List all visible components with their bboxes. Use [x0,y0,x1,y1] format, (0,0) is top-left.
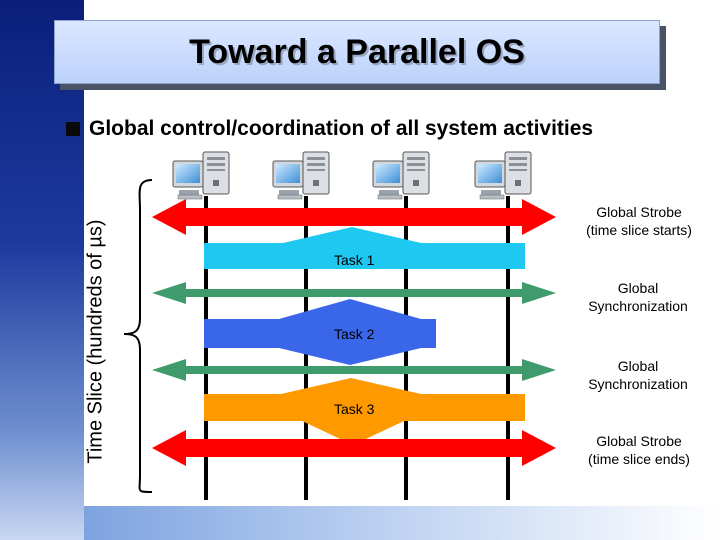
global-strobe-start-arrow [152,199,556,235]
task1-diamond [283,227,421,243]
task3-band [204,394,525,421]
bullet-square-icon [66,122,80,136]
label-text: Global Synchronization [588,280,688,314]
global-strobe-start-label: Global Strobe (time slice starts) [564,203,714,239]
label-text: Global Synchronization [588,358,688,392]
task3-diamond [281,378,421,394]
y-axis-label: Time Slice (hundreds of µs) [84,219,107,464]
computer-icon [272,151,330,200]
computer-icon [372,151,430,200]
task2-label: Task 2 [334,326,375,342]
task1-to-task2-diamond [279,299,421,319]
label-text: Global Strobe (time slice ends) [588,433,690,467]
task2-band [204,319,436,348]
time-slice-brace [123,179,153,493]
task1-band [204,243,525,269]
task3-bottom-diamond [302,421,404,445]
global-sync-1-label: Global Synchronization [566,279,710,315]
computer-icon [474,151,532,200]
sidebar-background [0,0,84,540]
global-strobe-end-label: Global Strobe (time slice ends) [566,432,712,468]
bottom-gradient-band [84,506,720,540]
bullet-item: Global control/coordination of all syste… [66,117,593,141]
task1-label: Task 1 [334,252,375,268]
global-sync-2-label: Global Synchronization [566,357,710,393]
global-strobe-end-arrow [152,430,556,466]
bullet-text: Global control/coordination of all syste… [89,117,594,140]
label-text: Global Strobe (time slice starts) [586,204,692,238]
global-sync-2-arrow [152,359,556,381]
title-box: Toward a Parallel OS [54,20,660,84]
slide-title: Toward a Parallel OS [189,32,525,71]
computer-icon [172,151,230,200]
task3-label: Task 3 [334,401,375,417]
task2-to-sync-diamond [279,348,421,365]
global-sync-1-arrow [152,282,556,304]
